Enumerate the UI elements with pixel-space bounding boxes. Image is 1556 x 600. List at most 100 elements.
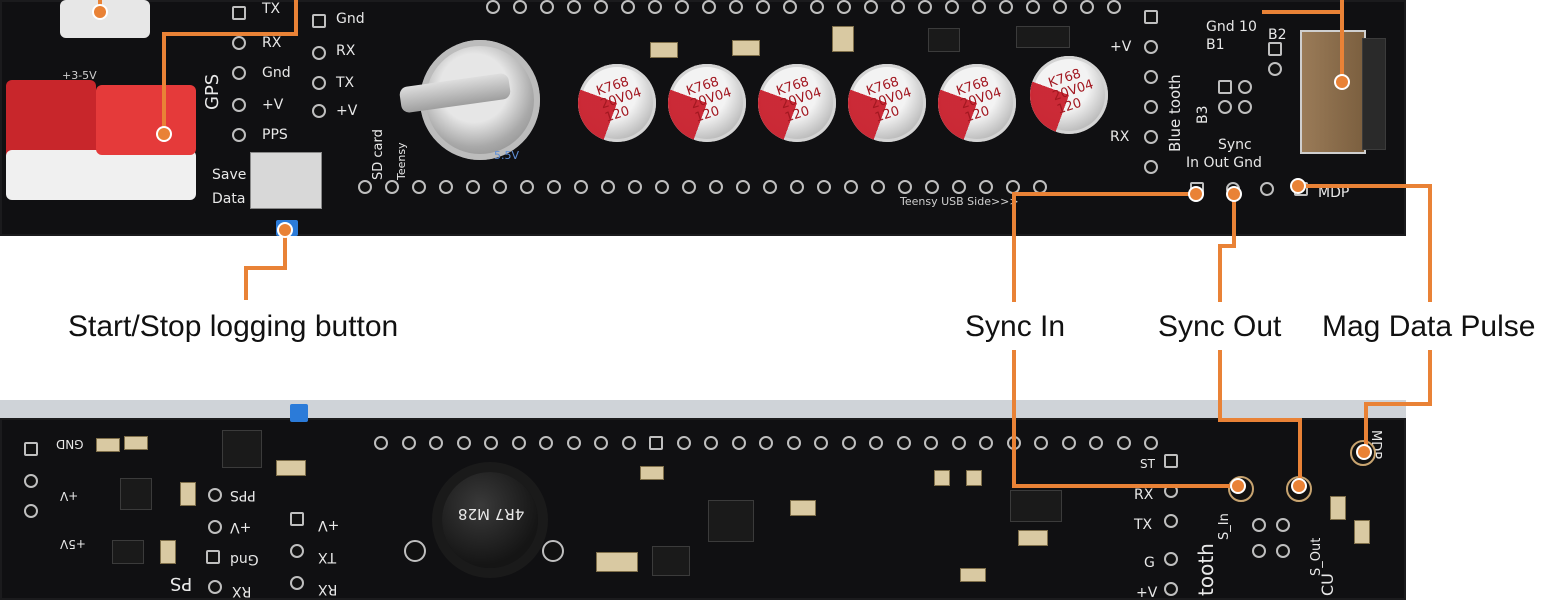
pin: [312, 104, 326, 118]
pin: [232, 128, 246, 142]
silk-tx-2: TX: [336, 75, 355, 91]
silk-b-ps: PS: [170, 573, 193, 594]
capacitor: K768 20V04 120: [668, 64, 746, 142]
silk-gnd: Gnd: [262, 65, 291, 81]
pin: [547, 180, 561, 194]
pin: [385, 180, 399, 194]
silk-plus-v-3: +V: [1110, 39, 1132, 55]
pin: [999, 0, 1013, 14]
chip: [120, 478, 152, 510]
pin: [374, 436, 388, 450]
pin: [542, 540, 564, 562]
wire-mdp: [1298, 184, 1430, 188]
pin: [24, 474, 38, 488]
wire-sync-in: [1012, 484, 1240, 488]
silk-pps: PPS: [262, 127, 288, 143]
pin: [837, 0, 851, 14]
silk-b-st: ST: [1140, 457, 1155, 471]
pin: [566, 436, 581, 450]
pin: [493, 180, 507, 194]
silk-b-plus-v-4: +V: [1136, 585, 1158, 600]
pin: [594, 436, 608, 450]
pin: [1268, 42, 1282, 56]
pin: [1144, 10, 1158, 24]
smd-part: [1330, 496, 1346, 520]
pin: [1034, 436, 1048, 450]
pin: [951, 436, 966, 450]
pin: [891, 0, 905, 14]
chip: [652, 546, 690, 576]
pin: [429, 436, 443, 450]
pin: [648, 0, 662, 14]
wire-mdp: [1428, 184, 1432, 302]
silk-b-s-out: S_Out: [1309, 537, 1324, 576]
wire-start-stop: [283, 228, 287, 270]
usb-connector: [60, 0, 150, 38]
silk-usb-side: Teensy USB Side>>>: [900, 195, 1019, 208]
pin: [232, 36, 246, 50]
pin: [290, 512, 304, 526]
silk-b-tx-3: TX: [1134, 517, 1153, 533]
silk-gps: GPS: [202, 73, 223, 110]
pin: [1144, 160, 1158, 174]
wire-sync-out: [1298, 418, 1302, 484]
pin: [1144, 436, 1158, 450]
pin: [513, 0, 527, 14]
wire-gps: [162, 32, 298, 36]
chip: [928, 28, 960, 52]
pin: [869, 436, 883, 450]
pin: [871, 180, 885, 194]
gps-antenna-connector: [6, 80, 96, 160]
silk-save: Save: [212, 167, 247, 183]
chip: [112, 540, 144, 564]
pin: [844, 180, 858, 194]
silk-b-plus-v-3: +V: [318, 517, 340, 533]
smd-part: [832, 26, 854, 52]
pin: [1089, 436, 1103, 450]
pin: [1238, 80, 1252, 94]
pin: [412, 180, 426, 194]
label-sync-in: Sync In: [965, 310, 1066, 343]
pin: [763, 180, 777, 194]
pin: [1144, 70, 1158, 84]
top-board-photo: +3-5V TX RX Gnd +V PPS GPS Gnd RX TX +V …: [0, 0, 1406, 236]
pin: [676, 436, 691, 450]
pin: [1107, 0, 1121, 14]
capacitor: K768 20V04 120: [1030, 56, 1108, 134]
pin: [1276, 518, 1290, 532]
pin: [925, 180, 939, 194]
pin: [628, 180, 642, 194]
pin: [952, 180, 966, 194]
pin: [520, 180, 534, 194]
pin: [1026, 0, 1040, 14]
silk-b-tooth: tooth: [1194, 543, 1218, 596]
pin: [704, 436, 718, 450]
pin: [1144, 100, 1158, 114]
silk-b-gnd-2: Gnd: [230, 551, 259, 567]
wire-endpoint: [1358, 446, 1370, 458]
silk-b-rx-3: RX: [1134, 487, 1154, 503]
pin: [404, 540, 426, 562]
pin: [290, 576, 304, 590]
wire-gps: [162, 32, 166, 136]
wire-endpoint: [1336, 76, 1348, 88]
pin: [466, 180, 480, 194]
smd-part: [732, 40, 760, 56]
pin: [1164, 454, 1178, 468]
pin: [759, 436, 773, 450]
silk-gnd-2: Gnd: [336, 11, 365, 27]
wire-sync-in: [1012, 350, 1016, 486]
start-stop-switch: [250, 152, 322, 209]
silk-b-rx-2: RX: [318, 581, 338, 597]
pin: [898, 180, 912, 194]
pin: [208, 520, 222, 534]
chip: [1016, 26, 1070, 48]
pin: [655, 180, 669, 194]
silk-rx-2: RX: [336, 43, 356, 59]
pin: [567, 0, 581, 14]
label-sync-out: Sync Out: [1158, 310, 1282, 343]
capacitor: K768 20V04 120: [758, 64, 836, 142]
wire-ribbon: [1340, 0, 1344, 82]
pin: [841, 436, 856, 450]
wire-mdp: [1364, 402, 1432, 406]
